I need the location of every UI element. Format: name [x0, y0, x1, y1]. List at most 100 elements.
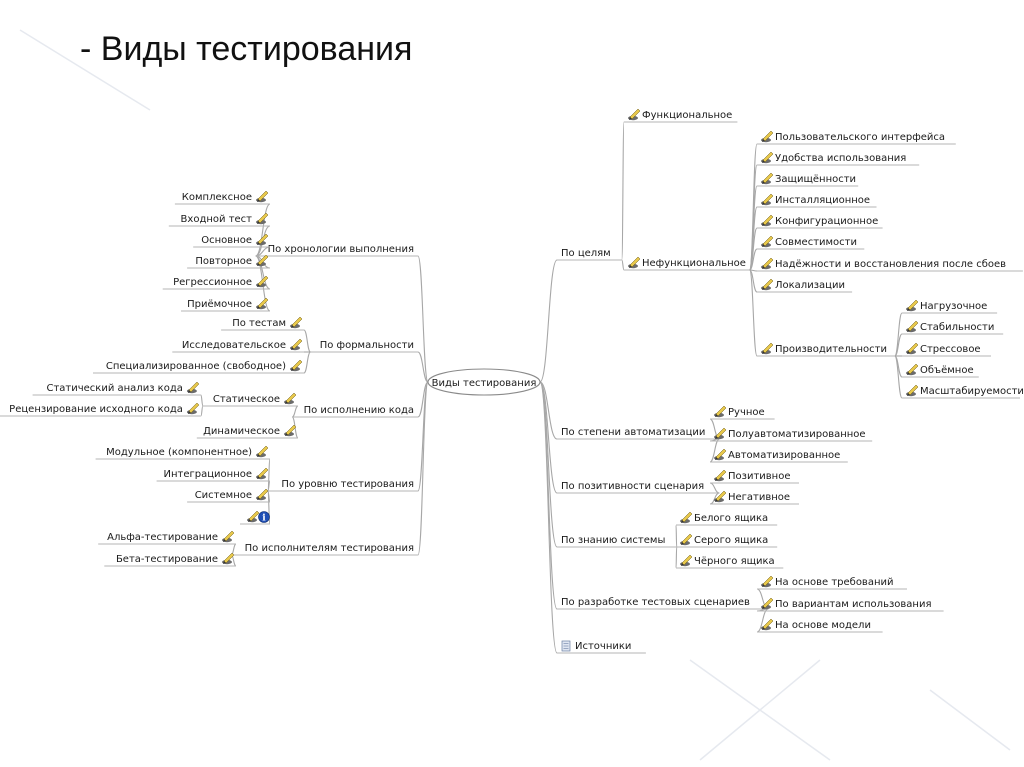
leaf-автоматизированное[interactable]: Автоматизированное [710, 448, 848, 463]
branch-по-знанию-системы[interactable]: По знанию системы [557, 535, 677, 548]
node-label: Удобства использования [775, 153, 906, 164]
mind-map-nodes: Виды тестирования По хронологии выполнени… [0, 108, 1024, 654]
leaf-приёмочное[interactable]: Приёмочное [181, 297, 270, 312]
leaf-повторное[interactable]: Повторное [187, 254, 270, 269]
node-label: Ручное [728, 407, 765, 418]
pencil-icon [256, 275, 269, 288]
pencil-icon [628, 108, 641, 121]
node-label: По степени автоматизации [561, 427, 705, 438]
central-topic-label: Виды тестирования [432, 378, 537, 389]
connector-line [749, 269, 758, 293]
node-label: Серого ящика [694, 535, 768, 546]
leaf-нефункциональное[interactable]: Нефункциональное [624, 256, 750, 271]
branch-по-исполнителям-тестирования[interactable]: По исполнителям тестирования [231, 543, 418, 556]
leaf-бета-тестирование[interactable]: Бета-тестирование [104, 552, 236, 567]
leaf-объёмное[interactable]: Объёмное [902, 363, 979, 378]
node-label: По исполнителям тестирования [245, 543, 414, 554]
leaf-основное[interactable]: Основное [193, 233, 270, 248]
leaf-входной-тест[interactable]: Входной тест [168, 212, 270, 227]
connector-line [417, 381, 429, 556]
pencil-icon [284, 424, 297, 437]
leaf-удобства-использования[interactable]: Удобства использования [757, 151, 920, 166]
pencil-icon [256, 233, 269, 246]
connector-line [267, 490, 271, 525]
leaf-совместимости[interactable]: Совместимости [757, 235, 865, 250]
branch-по-формальности[interactable]: По формальности [310, 340, 419, 353]
branch-по-хронологии-выполнения[interactable]: По хронологии выполнения [255, 244, 418, 257]
node-label: По вариантам использования [775, 599, 931, 610]
connector-line [894, 333, 903, 357]
leaf-негативное[interactable]: Негативное [710, 490, 799, 505]
pencil-icon [714, 405, 727, 418]
branch-по-исполнению-кода[interactable]: По исполнению кода [292, 405, 418, 418]
leaf-регрессионное[interactable]: Регрессионное [162, 275, 270, 290]
leaf-масштабируемости[interactable]: Масштабируемости [902, 384, 1024, 399]
leaf-интеграционное[interactable]: Интеграционное [156, 467, 270, 482]
branch-по-разработке-тестовых-сценариев[interactable]: По разработке тестовых сценариев [557, 597, 769, 610]
pencil-icon [761, 172, 774, 185]
leaf-конфигурационное[interactable]: Конфигурационное [757, 214, 883, 229]
node-label: Производительности [775, 344, 887, 355]
leaf-на-основе-модели[interactable]: На основе модели [757, 618, 883, 633]
branch-по-степени-автоматизации[interactable]: По степени автоматизации [557, 427, 720, 440]
leaf-рецензирование-исходного-кода[interactable]: Рецензирование исходного кода [0, 402, 201, 417]
leaf-стрессовое[interactable]: Стрессовое [902, 342, 991, 357]
leaf-исследовательское[interactable]: Исследовательское [172, 338, 304, 353]
branch-по-уровню-тестирования[interactable]: По уровню тестирования [267, 479, 418, 492]
leaf-позитивное[interactable]: Позитивное [710, 469, 799, 484]
slide-title: - Виды тестирования [80, 30, 413, 68]
pencil-icon [290, 316, 303, 329]
leaf-белого-ящика[interactable]: Белого ящика [676, 511, 778, 526]
leaf-системное[interactable]: Системное [187, 488, 270, 503]
node-label: Чёрного ящика [694, 556, 775, 567]
leaf-локализации[interactable]: Локализации [757, 278, 853, 293]
leaf-пользовательского-интерфейса[interactable]: Пользовательского интерфейса [757, 130, 956, 145]
leaf-инсталляционное[interactable]: Инсталляционное [757, 193, 877, 208]
leaf-модульное-компонентное[interactable]: Модульное (компонентное) [95, 445, 270, 460]
leaf-нагрузочное[interactable]: Нагрузочное [902, 299, 998, 314]
branch-по-целям[interactable]: По целям [557, 248, 622, 261]
node-label: Специализированное (свободное) [106, 361, 286, 372]
leaf-комплексное[interactable]: Комплексное [174, 190, 270, 205]
node-label: Позитивное [728, 471, 790, 482]
node-label: Статический анализ кода [46, 383, 182, 394]
leaf-полуавтоматизированное[interactable]: Полуавтоматизированное [710, 427, 873, 442]
leaf-защищённости[interactable]: Защищённости [757, 172, 859, 187]
node-label: Основное [201, 235, 252, 246]
info-node[interactable]: i [240, 510, 270, 525]
leaf-серого-ящика[interactable]: Серого ящика [676, 533, 778, 548]
pencil-icon [628, 256, 641, 269]
connector-line [417, 255, 429, 383]
leaf-специализированное-свободное[interactable]: Специализированное (свободное) [93, 359, 304, 374]
connector-line [200, 394, 204, 407]
document-icon [561, 640, 571, 652]
leaf-функциональное[interactable]: Функциональное [624, 108, 738, 123]
central-topic[interactable]: Виды тестирования [427, 368, 541, 396]
leaf-надёжности-и-восстановления-после-сбоев[interactable]: Надёжности и восстановления после сбоев [757, 257, 1023, 272]
sources-node[interactable]: Источники [557, 640, 646, 654]
leaf-статический-анализ-кода[interactable]: Статический анализ кода [32, 381, 201, 396]
leaf-стабильности[interactable]: Стабильности [902, 320, 1004, 335]
info-icon: i [258, 511, 270, 524]
pencil-icon [761, 597, 774, 610]
node-label: Системное [195, 490, 252, 501]
leaf-альфа-тестирование[interactable]: Альфа-тестирование [98, 530, 236, 545]
branch-по-позитивности-сценария[interactable]: По позитивности сценария [557, 481, 720, 494]
leaf-ручное[interactable]: Ручное [710, 405, 775, 420]
leaf-на-основе-требований[interactable]: На основе требований [757, 575, 907, 590]
leaf-динамическое[interactable]: Динамическое [196, 424, 298, 439]
leaf-чёрного-ящика[interactable]: Чёрного ящика [676, 554, 784, 569]
leaf-по-вариантам-использования[interactable]: По вариантам использования [757, 597, 944, 612]
pencil-icon [256, 488, 269, 501]
pencil-icon [714, 469, 727, 482]
pencil-icon [680, 511, 693, 524]
leaf-по-тестам[interactable]: По тестам [221, 316, 304, 331]
node-label: Стабильности [920, 322, 994, 333]
node-label: По целям [561, 248, 611, 259]
node-label: Исследовательское [182, 340, 286, 351]
node-label: Конфигурационное [775, 216, 878, 227]
leaf-производительности[interactable]: Производительности [757, 342, 895, 357]
node-label: По формальности [320, 340, 414, 351]
leaf-статическое[interactable]: Статическое [202, 392, 298, 407]
node-label: Альфа-тестирование [107, 532, 218, 543]
